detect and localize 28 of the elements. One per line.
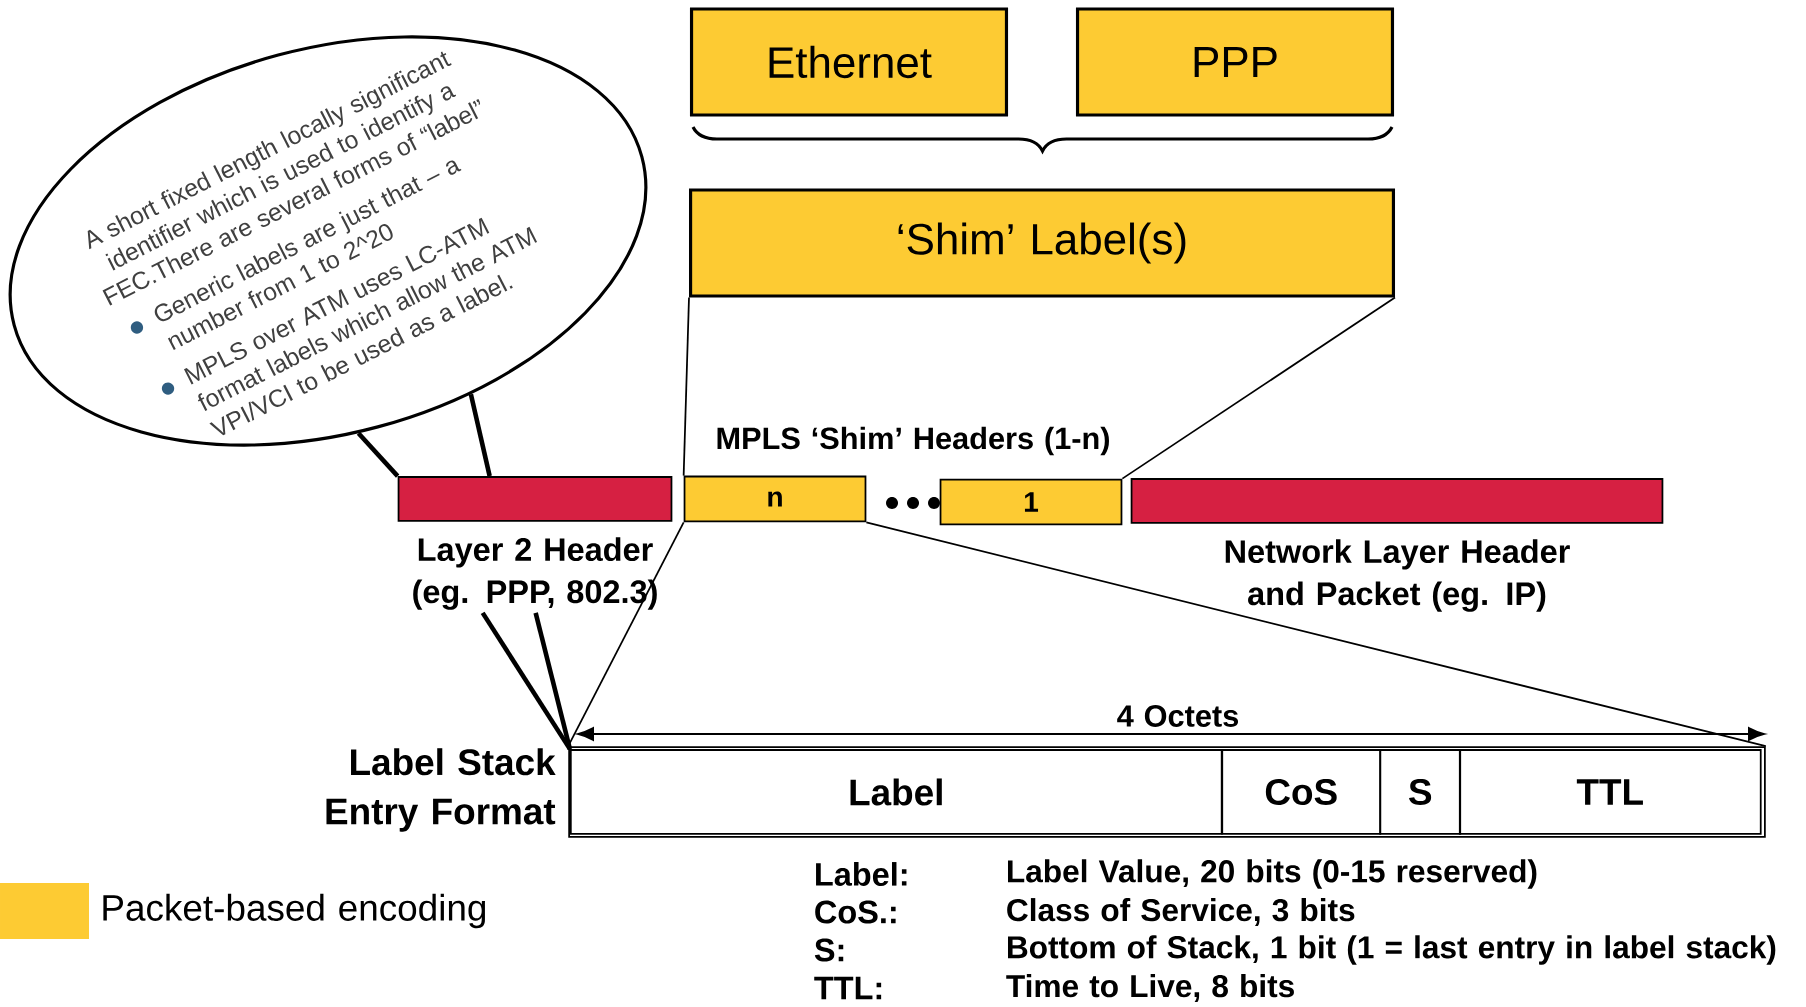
connector-line [480, 611, 572, 751]
header-caption: Network Layer Header and Packet (eg. IP) [1225, 539, 1570, 612]
field-cell: CoS [1221, 749, 1382, 835]
field-cell: S [1379, 749, 1462, 835]
dimension-label: 4 Octets [1113, 701, 1243, 731]
shim-header-box: 1 [939, 478, 1123, 526]
row-heading: Label Stack Entry Format [326, 748, 556, 832]
field-cell: Label [569, 749, 1223, 835]
field-cell: TTL [1458, 749, 1762, 835]
field-term: S: [814, 938, 844, 962]
connector-line [356, 431, 400, 478]
shim-header-box: n [683, 475, 867, 523]
field-description: Bottom of Stack, 1 bit (1 = last entry in label stack) [1008, 935, 1776, 965]
field-description: Label Value, 20 bits (0-15 reserved) [1008, 859, 1537, 889]
field-description: Time to Live, 8 bits [1006, 974, 1294, 1002]
connector-line [1121, 296, 1396, 480]
encoding-box: ‘Shim’ Label(s) [689, 188, 1395, 298]
field-term: TTL: [814, 976, 882, 1000]
connector-line [682, 296, 690, 477]
legend-label: Packet-based encoding [103, 893, 486, 929]
encoding-box: Ethernet [689, 7, 1009, 117]
connector-line [468, 393, 492, 477]
connector-line [865, 521, 1767, 747]
encoding-box: PPP [1075, 7, 1395, 117]
field-description: Class of Service, 3 bits [1007, 898, 1355, 926]
field-term: CoS.: [815, 900, 896, 924]
group-title: MPLS ‘Shim’ Headers (1-n) [717, 426, 1109, 456]
connector-line [533, 612, 573, 750]
